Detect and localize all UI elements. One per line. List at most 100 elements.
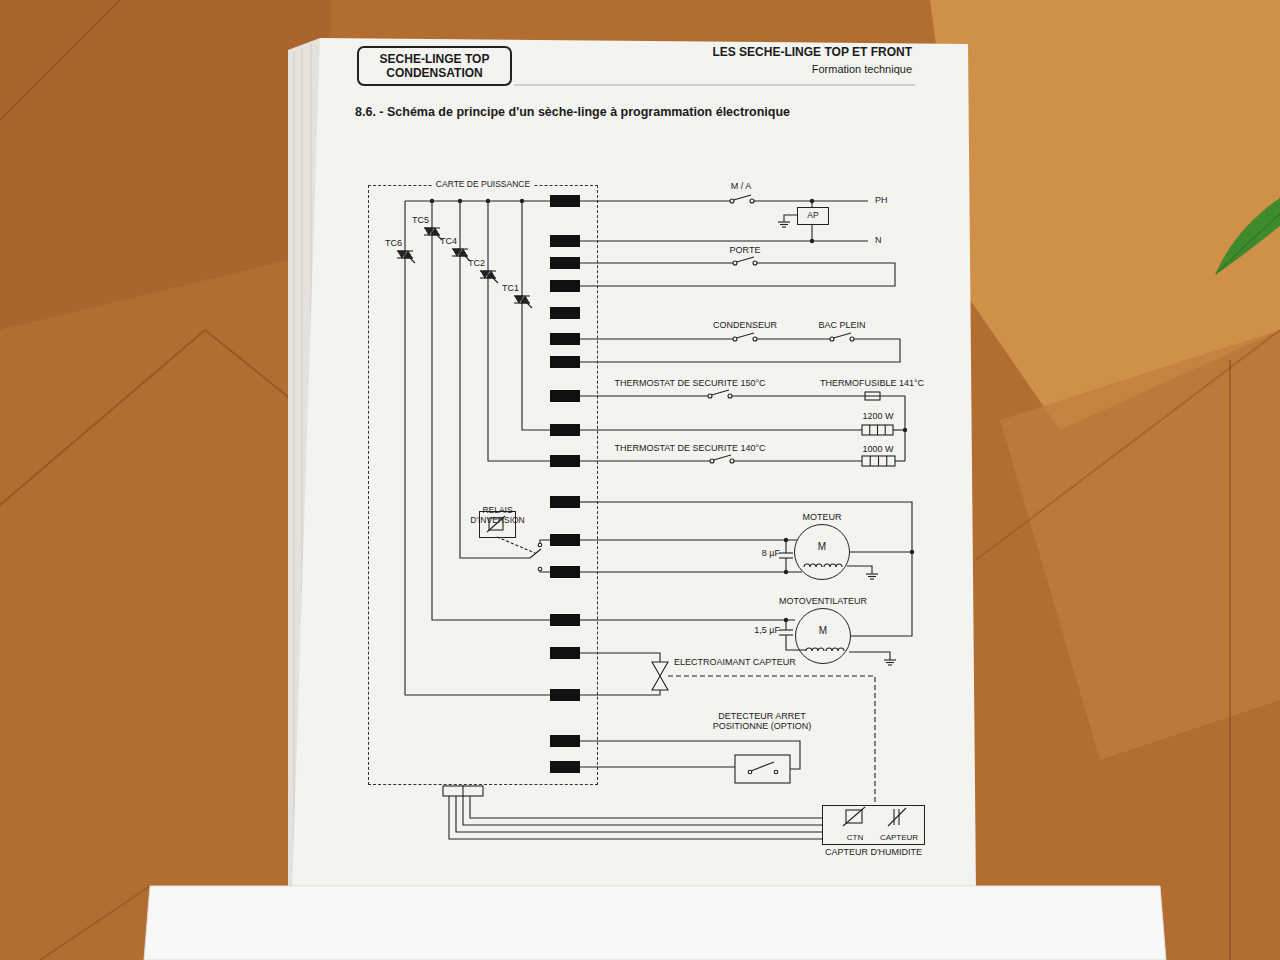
motor-winding [824, 564, 842, 567]
wire [580, 766, 735, 767]
node-label: CARTE DE PUISSANCE [433, 180, 533, 190]
ground-symbol [782, 226, 786, 227]
ground-symbol [886, 662, 894, 663]
thermistor-symbol [843, 807, 865, 826]
node-label: AP [807, 211, 818, 221]
triac-gate [410, 258, 415, 263]
switch-arm [712, 390, 730, 395]
component-label: TC5 [412, 215, 429, 225]
switch-contact [728, 394, 732, 398]
resistor-hatch [877, 425, 878, 435]
ground-symbol [888, 664, 892, 665]
wire [580, 339, 900, 362]
detector-box [735, 755, 790, 783]
wire [432, 201, 550, 620]
connector-pin [550, 761, 580, 773]
switch-contact [753, 261, 757, 265]
triac-symbol [521, 296, 529, 303]
wire [580, 539, 797, 540]
wire [488, 201, 550, 461]
wire [732, 395, 865, 396]
switch-label: CONDENSEUR [713, 320, 777, 330]
node-text: CAPTEUR D'HUMIDITE [825, 847, 922, 857]
ribbon-wire [449, 796, 822, 839]
paper-page [292, 38, 976, 893]
wire [460, 201, 530, 558]
wire [580, 501, 598, 502]
relay-link [497, 537, 535, 553]
relay-contact [530, 549, 541, 558]
wire [786, 635, 806, 650]
wire [580, 429, 862, 430]
triac-symbol [487, 271, 495, 278]
plant-leaf [1215, 198, 1280, 275]
header-box: SECHE-LINGE TOP CONDENSATION [357, 46, 512, 86]
triac-gate [527, 303, 532, 308]
connector-pin [550, 566, 580, 578]
fuse-symbol [865, 392, 880, 400]
value-label: 1200 W [862, 411, 893, 421]
triac-symbol [459, 249, 467, 256]
junction-dot [903, 428, 907, 432]
ground-symbol [868, 576, 876, 577]
switch-arm [734, 195, 752, 200]
wire [811, 223, 812, 241]
triac-symbol [404, 251, 412, 258]
wire [895, 460, 905, 461]
wire [580, 338, 733, 339]
wire [580, 200, 730, 201]
wire [580, 619, 598, 620]
page-header: LES SECHE-LINGE TOP ET FRONT [712, 46, 912, 60]
capacitor-symbol [888, 808, 906, 826]
connector-pin [550, 280, 580, 292]
switch-label: M / A [731, 181, 752, 191]
wire [734, 460, 862, 461]
motor-circle: MOTEURM [794, 524, 850, 580]
wire [580, 460, 710, 461]
capacitor-symbol [893, 809, 894, 825]
motor-winding [804, 564, 822, 567]
relay-contact [538, 543, 542, 547]
value-label: 1000 W [862, 444, 893, 454]
connector-pin [550, 496, 580, 508]
wire [580, 690, 660, 695]
switch-label: PORTE [730, 245, 761, 255]
ground-symbol [780, 224, 788, 225]
node-label: RELAIS D'INVERSION [464, 506, 532, 509]
wire [540, 571, 550, 572]
component-label: TC2 [468, 258, 485, 268]
relay-box: RELAIS D'INVERSION [479, 511, 516, 538]
switch-contact [730, 459, 734, 463]
wire [580, 263, 895, 286]
node-text: CAPTEUR [880, 833, 918, 842]
resistor-hatch [870, 456, 871, 466]
wire [784, 215, 797, 222]
value-label: 1,5 µF [754, 625, 780, 635]
filter-box: AP [797, 207, 829, 225]
relay-contact [538, 567, 542, 571]
switch-contact [750, 199, 754, 203]
humidity-sensor-box: CTNCAPTEURCAPTEUR D'HUMIDITE [822, 805, 925, 845]
ribbon-wire [456, 796, 822, 832]
component-label: TC4 [440, 236, 457, 246]
wire [785, 540, 786, 553]
component-label: TC6 [385, 238, 402, 248]
ribbon-wire [470, 796, 822, 818]
wire [851, 552, 912, 636]
capacitor-symbol [898, 809, 899, 825]
component-label: THERMOFUSIBLE 141°C [820, 378, 924, 388]
triac-symbol [431, 228, 439, 235]
ground-symbol [866, 573, 878, 574]
power-board: CARTE DE PUISSANCERELAIS D'INVERSION [368, 185, 598, 785]
page-title: 8.6. - Schéma de principe d'un sèche-lin… [355, 105, 790, 119]
triac-gate [493, 278, 498, 283]
switch-arm [714, 455, 732, 460]
connector-pin [550, 614, 580, 626]
switch-label: THERMOSTAT DE SECURITE 140°C [614, 443, 765, 453]
wire [580, 653, 660, 662]
node-label: MOTOVENTILATEUR [779, 596, 867, 606]
bus-wire [405, 200, 550, 201]
